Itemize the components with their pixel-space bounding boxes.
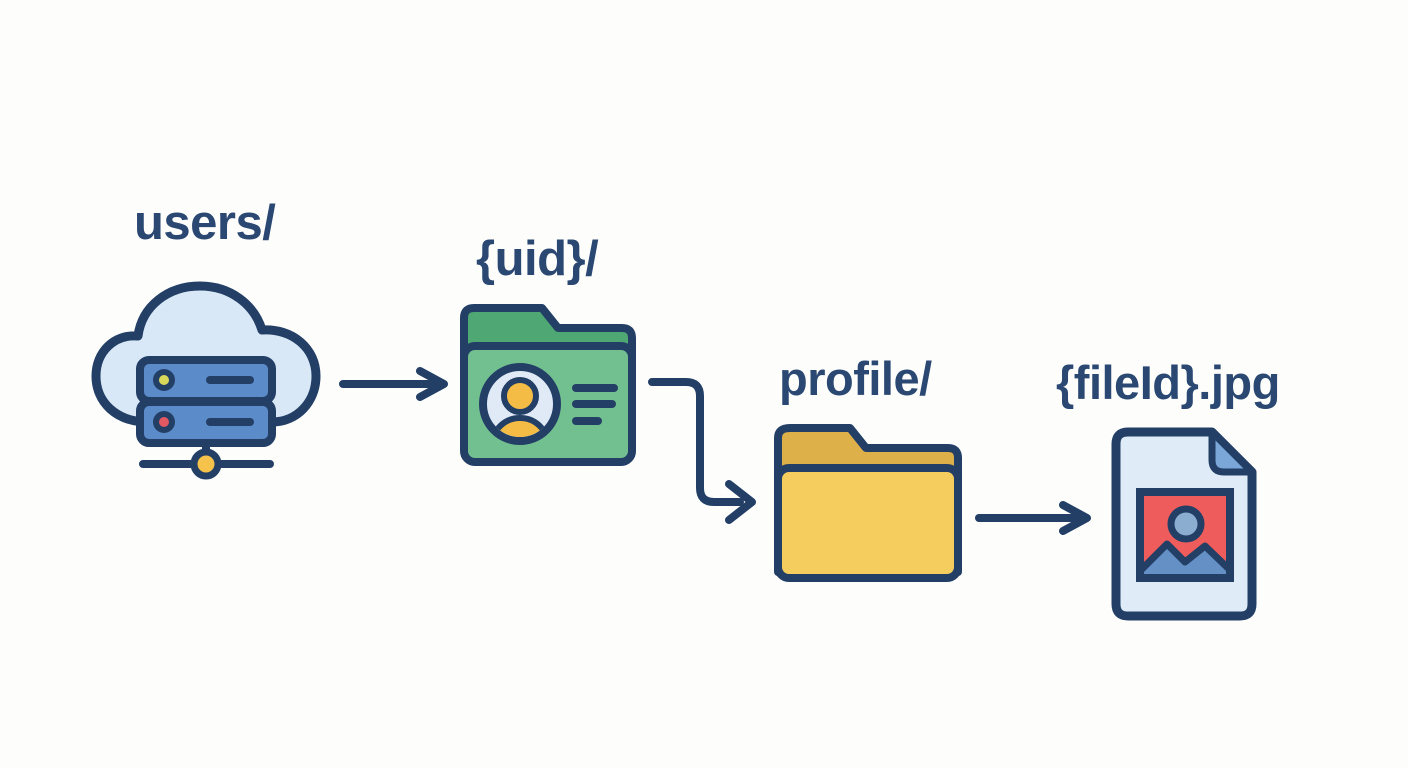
arrow-right-icon bbox=[975, 501, 1091, 535]
image-file-icon bbox=[1111, 427, 1257, 621]
flow-arrow-2 bbox=[648, 372, 768, 528]
flow-arrow-1 bbox=[339, 367, 455, 401]
path-segment-label-users: users/ bbox=[134, 196, 276, 250]
folder-icon bbox=[774, 424, 962, 582]
diagram-node-uid bbox=[456, 300, 640, 470]
flow-arrow-3 bbox=[975, 501, 1101, 535]
path-segment-label-fileid: {fileId}.jpg bbox=[1056, 356, 1280, 409]
elbow-arrow-icon bbox=[648, 378, 756, 524]
diagram-node-fileid bbox=[1108, 424, 1260, 624]
cloud-server-icon bbox=[91, 281, 321, 480]
path-segment-label-uid: {uid}/ bbox=[476, 232, 599, 286]
diagram-node-users bbox=[86, 270, 326, 482]
path-segment-label-profile: profile/ bbox=[779, 352, 932, 405]
arrow-right-icon bbox=[339, 367, 448, 401]
diagram-node-profile bbox=[770, 420, 966, 586]
user-folder-icon bbox=[460, 304, 636, 466]
